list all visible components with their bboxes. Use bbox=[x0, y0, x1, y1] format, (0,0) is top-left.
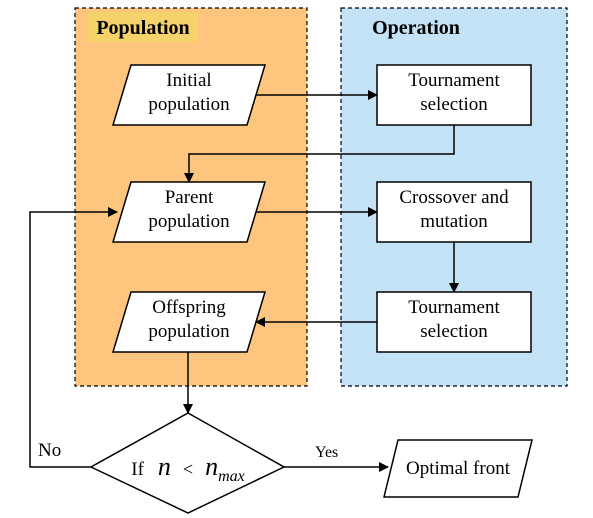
decision-diamond-node bbox=[89, 412, 286, 514]
tournament-selection-1-label-line2: selection bbox=[420, 94, 488, 115]
arrow-decision-no-loop bbox=[29, 207, 118, 468]
population-group-title: Population bbox=[96, 17, 189, 39]
arrow-tournament-1-to-parent bbox=[184, 125, 455, 183]
initial-population-label-line1: Initial bbox=[166, 70, 211, 91]
tournament-selection-2-node bbox=[376, 291, 532, 353]
parent-population-label-line1: Parent bbox=[165, 187, 214, 208]
population-title-highlight bbox=[88, 12, 198, 42]
parent-population-label-line2: population bbox=[148, 211, 230, 232]
decision-variable: n bbox=[158, 452, 171, 481]
optimal-front-label: Optimal front bbox=[406, 458, 511, 479]
offspring-population-label-line1: Offspring bbox=[152, 297, 226, 318]
decision-prefix: If bbox=[131, 459, 144, 480]
tournament-selection-2-label-line1: Tournament bbox=[408, 297, 500, 318]
edge-label-no: No bbox=[38, 440, 61, 461]
crossover-mutation-label-line2: mutation bbox=[420, 211, 488, 232]
decision-limit-subscript: max bbox=[218, 468, 245, 485]
offspring-population-node bbox=[111, 291, 267, 353]
tournament-selection-2-label-line2: selection bbox=[420, 321, 488, 342]
initial-population-node bbox=[111, 64, 267, 126]
optimal-front-node bbox=[383, 439, 533, 498]
operation-group-title: Operation bbox=[372, 17, 460, 39]
initial-population-label-line2: population bbox=[148, 94, 230, 115]
decision-limit-variable: n bbox=[205, 452, 218, 481]
decision-operator: < bbox=[183, 459, 193, 479]
decision-condition: If n < nmax bbox=[131, 452, 244, 485]
parent-population-node bbox=[111, 181, 267, 243]
edge-label-yes: Yes bbox=[315, 444, 338, 461]
crossover-mutation-label-line1: Crossover and bbox=[399, 187, 509, 208]
tournament-selection-1-node bbox=[376, 64, 532, 126]
tournament-selection-1-label-line1: Tournament bbox=[408, 70, 500, 91]
offspring-population-label-line2: population bbox=[148, 321, 230, 342]
crossover-mutation-node bbox=[376, 181, 532, 243]
